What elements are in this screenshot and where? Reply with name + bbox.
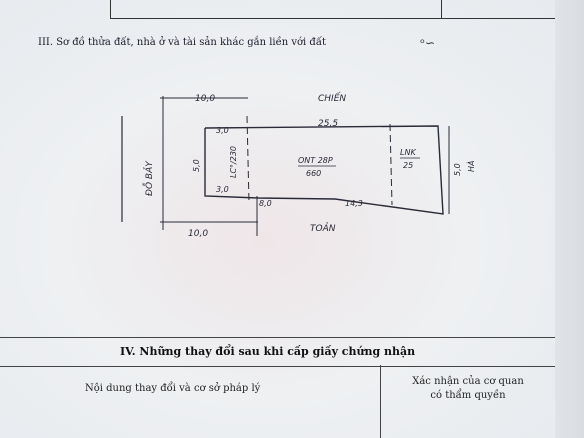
parcel-outline xyxy=(204,125,444,215)
lot-code-main: ONT 28P xyxy=(298,156,333,165)
top-table-line xyxy=(440,0,560,19)
lot-code-secondary: LNK xyxy=(400,148,416,157)
dim-top-left: 10,0 xyxy=(195,94,215,104)
lot-area-main: 660 xyxy=(306,169,321,178)
dim-left-bottom: 3,0 xyxy=(216,185,229,194)
changes-table-title: IV. Những thay đổi sau khi cấp giấy chứn… xyxy=(120,345,416,358)
changes-column-content: Nội dung thay đổi và cơ sở pháp lý xyxy=(0,365,381,438)
dim-right-side: 5,0 xyxy=(453,163,462,176)
dim-bottom-left: 10,0 xyxy=(188,229,208,239)
inner-dashed-divider-left xyxy=(246,115,250,204)
dim-bottom-mid: 8,0 xyxy=(259,199,272,208)
content-column-label: Nội dung thay đổi và cơ sở pháp lý xyxy=(85,383,261,394)
dim-bottom-right: 14,3 xyxy=(345,199,363,208)
confirmation-column-label-line2: có thẩm quyền xyxy=(430,390,506,401)
inner-dashed-divider-right xyxy=(389,123,393,206)
section-title: III. Sơ đồ thửa đất, nhà ở và tài sản kh… xyxy=(38,37,326,48)
top-table-box xyxy=(110,0,442,19)
south-neighbor-label: TOẢN xyxy=(310,222,336,234)
west-neighbor-label: ĐỖ BẢY xyxy=(142,160,155,196)
handwritten-mark: ᵒ∽ xyxy=(420,36,436,50)
page-edge-shadow xyxy=(555,0,584,438)
inner-strip-label: LC°/230 xyxy=(229,146,238,178)
changes-table-header: IV. Những thay đổi sau khi cấp giấy chứn… xyxy=(0,337,556,367)
dim-top: 25,5 xyxy=(318,119,338,129)
confirmation-column-label-line1: Xác nhận của cơ quan xyxy=(412,376,524,387)
changes-column-confirmation: Xác nhận của cơ quan có thẩm quyền xyxy=(381,365,556,438)
east-neighbor-label: HÀ xyxy=(465,161,476,173)
dim-left-top: 3,0 xyxy=(216,126,229,135)
dim-left-side: 5,0 xyxy=(192,159,201,172)
lot-area-secondary: 25 xyxy=(403,161,413,170)
north-neighbor-label: CHIẾN xyxy=(318,92,346,104)
